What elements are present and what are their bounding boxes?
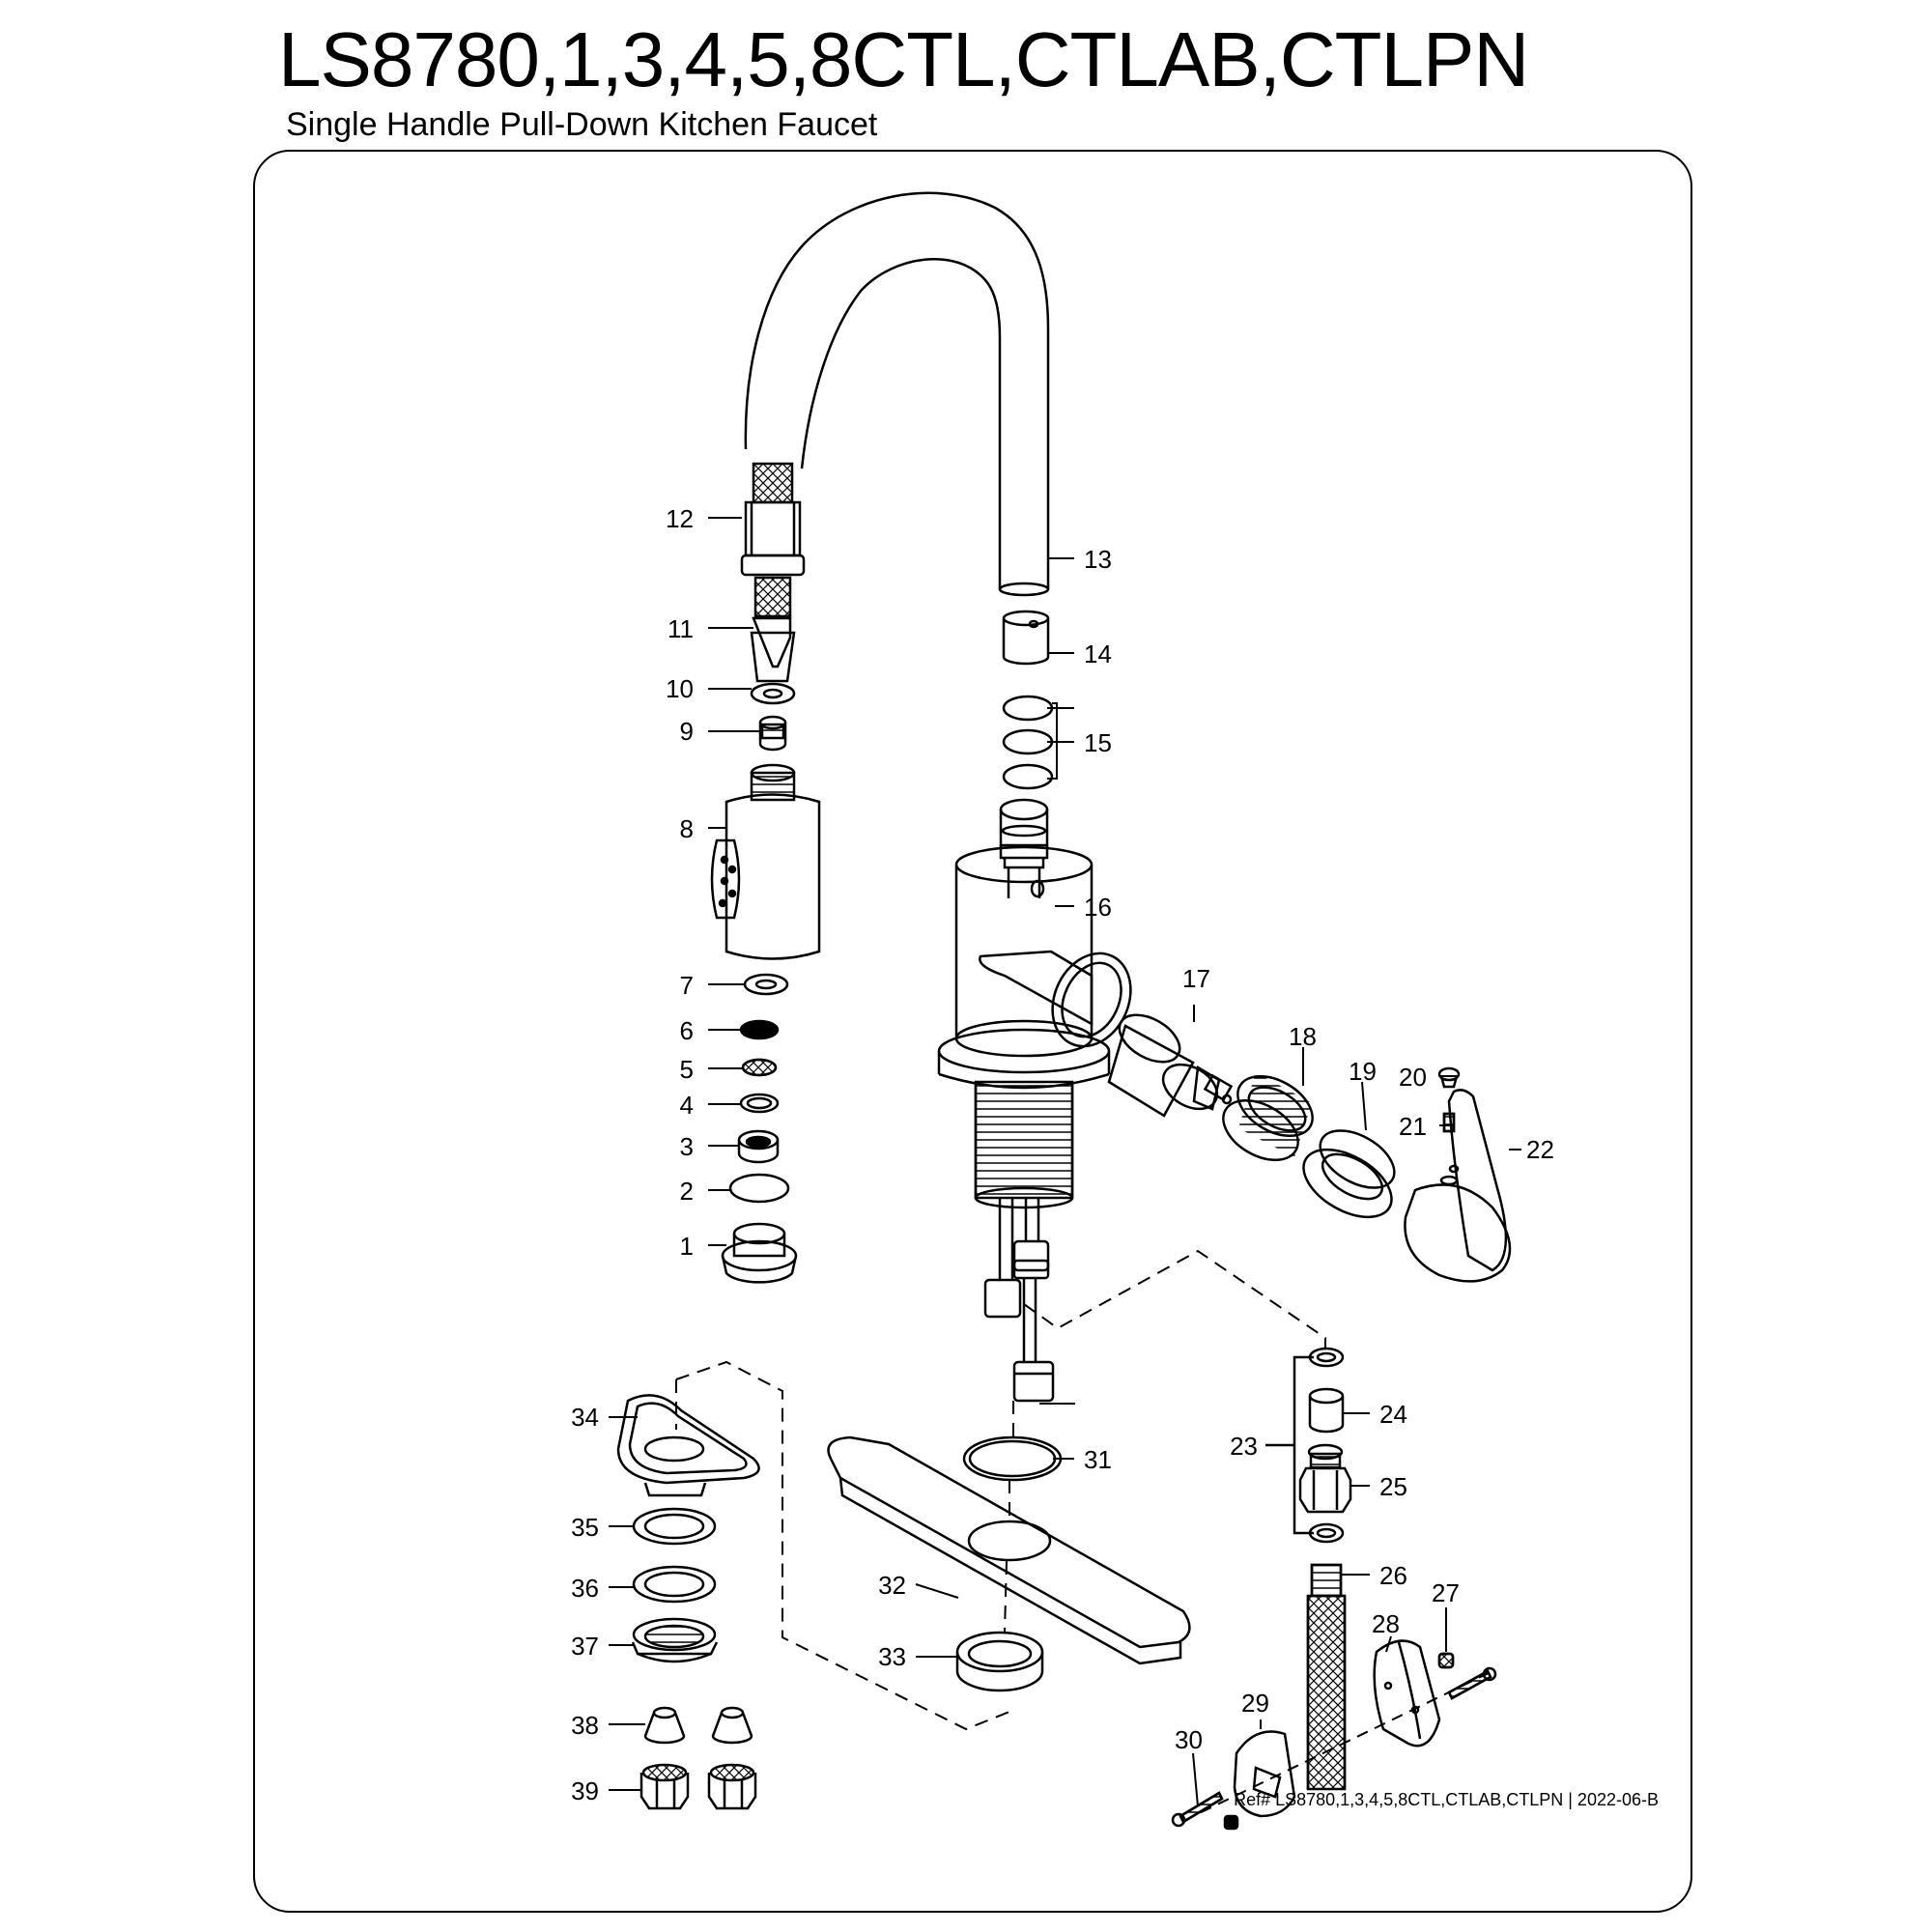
reference-footer: Ref# LS8780,1,3,4,5,8CTL,CTLAB,CTLPN | 2…	[1234, 1790, 1659, 1809]
part-29-mounting-bracket	[1233, 1730, 1296, 1818]
callout-16: 16	[1084, 893, 1112, 922]
assembly-guide-lines	[675, 1249, 1326, 1731]
callout-8: 8	[680, 814, 694, 843]
callout-22: 22	[1526, 1135, 1554, 1164]
callout-27: 27	[1432, 1578, 1460, 1607]
part-39-compression-nut-right	[707, 1763, 757, 1810]
callout-36: 36	[571, 1574, 599, 1603]
part-31-gasket	[962, 1435, 1063, 1482]
diagram-frame	[253, 150, 1692, 1913]
part-5-aerator-insert	[741, 1058, 778, 1077]
supply-lines	[983, 1198, 1055, 1403]
part-16-faucet-body	[937, 798, 1132, 1209]
callout-26: 26	[1379, 1561, 1407, 1590]
callout-10: 10	[666, 674, 694, 703]
callout-6: 6	[680, 1016, 694, 1045]
part-12-hose-connector	[740, 462, 806, 618]
callout-1: 1	[680, 1232, 694, 1261]
part-4-ring	[739, 1093, 780, 1114]
callout-31: 31	[1084, 1445, 1112, 1474]
part-1-spray-face	[721, 1222, 798, 1284]
callout-18: 18	[1289, 1022, 1317, 1051]
part-39-compression-nut-left	[639, 1763, 690, 1810]
callout-20: 20	[1399, 1063, 1427, 1092]
part-15-o-rings	[1002, 695, 1054, 790]
callout-12: 12	[666, 504, 694, 533]
callout-3: 3	[680, 1132, 694, 1161]
part-32-deck-plate	[827, 1435, 1191, 1665]
part-14-clip	[1002, 610, 1050, 666]
callout-11: 11	[668, 614, 694, 643]
callout-7: 7	[680, 971, 694, 1000]
part-38-compression-sleeve-right	[711, 1706, 753, 1745]
part-38-compression-sleeve-left	[643, 1706, 686, 1745]
part-9-adapter	[758, 715, 787, 752]
part-10-washer	[750, 682, 796, 705]
callout-30: 30	[1175, 1725, 1203, 1754]
callout-14: 14	[1084, 639, 1112, 668]
callout-leader-lines	[609, 517, 1521, 1807]
part-17-cartridge	[1107, 1013, 1234, 1118]
callout-29: 29	[1241, 1689, 1269, 1718]
part-27-nut	[1437, 1652, 1455, 1669]
callout-4: 4	[680, 1091, 694, 1120]
part-36-washer	[632, 1565, 717, 1604]
callout-34: 34	[571, 1403, 599, 1432]
callout-37: 37	[571, 1632, 599, 1661]
callout-19: 19	[1349, 1057, 1377, 1086]
callout-28: 28	[1372, 1609, 1400, 1638]
part-30-mounting-bolt	[1171, 1791, 1224, 1828]
part-33-deck-washer	[955, 1631, 1044, 1692]
callout-2: 2	[680, 1177, 694, 1206]
part-19-handle-cap	[1302, 1129, 1396, 1219]
callout-21: 21	[1399, 1112, 1427, 1141]
part-25-hex-adapter	[1298, 1443, 1352, 1514]
part-26-supply-hose	[1306, 1563, 1347, 1791]
callout-17: 17	[1182, 964, 1210, 993]
part-28-mounting-bracket	[1373, 1639, 1441, 1747]
callout-38: 38	[571, 1711, 599, 1740]
page-title: LS8780,1,3,4,5,8CTL,CTLAB,CTLPN	[278, 16, 1529, 102]
part-8-spray-head	[710, 763, 821, 960]
part-22-lever-handle	[1404, 1089, 1512, 1283]
callout-25: 25	[1379, 1472, 1407, 1501]
part-23-adapter-set	[1265, 1347, 1345, 1544]
callout-33: 33	[878, 1642, 906, 1671]
callout-13: 13	[1084, 545, 1112, 574]
part-29-nut	[1223, 1814, 1239, 1831]
callout-23: 23	[1230, 1432, 1258, 1461]
part-20-index-button	[1437, 1066, 1461, 1089]
callout-39: 39	[571, 1776, 599, 1805]
callout-32: 32	[878, 1571, 906, 1600]
callout-9: 9	[680, 717, 694, 746]
part-2-o-ring	[728, 1173, 790, 1204]
part-11-hose-sleeve	[750, 616, 796, 683]
callout-15: 15	[1084, 728, 1112, 757]
page-subtitle: Single Handle Pull-Down Kitchen Faucet	[286, 106, 878, 143]
callout-24: 24	[1379, 1400, 1407, 1429]
part-3-aerator-body	[737, 1129, 780, 1164]
part-37-mounting-nut	[631, 1617, 719, 1663]
callout-35: 35	[571, 1513, 599, 1542]
callout-5: 5	[680, 1055, 694, 1084]
part-13-spout	[744, 191, 1050, 597]
part-35-washer	[632, 1507, 717, 1546]
part-18-bonnet-nut	[1222, 1072, 1314, 1162]
part-24-nipple	[1308, 1387, 1345, 1434]
part-6-screen	[739, 1019, 780, 1040]
callout-labels: 12 11 10 9 8 7 6 5 4 3 2 1 13 14 15 16 1…	[571, 504, 1554, 1805]
part-34-base-gasket	[616, 1394, 760, 1497]
part-7-washer	[743, 973, 789, 996]
